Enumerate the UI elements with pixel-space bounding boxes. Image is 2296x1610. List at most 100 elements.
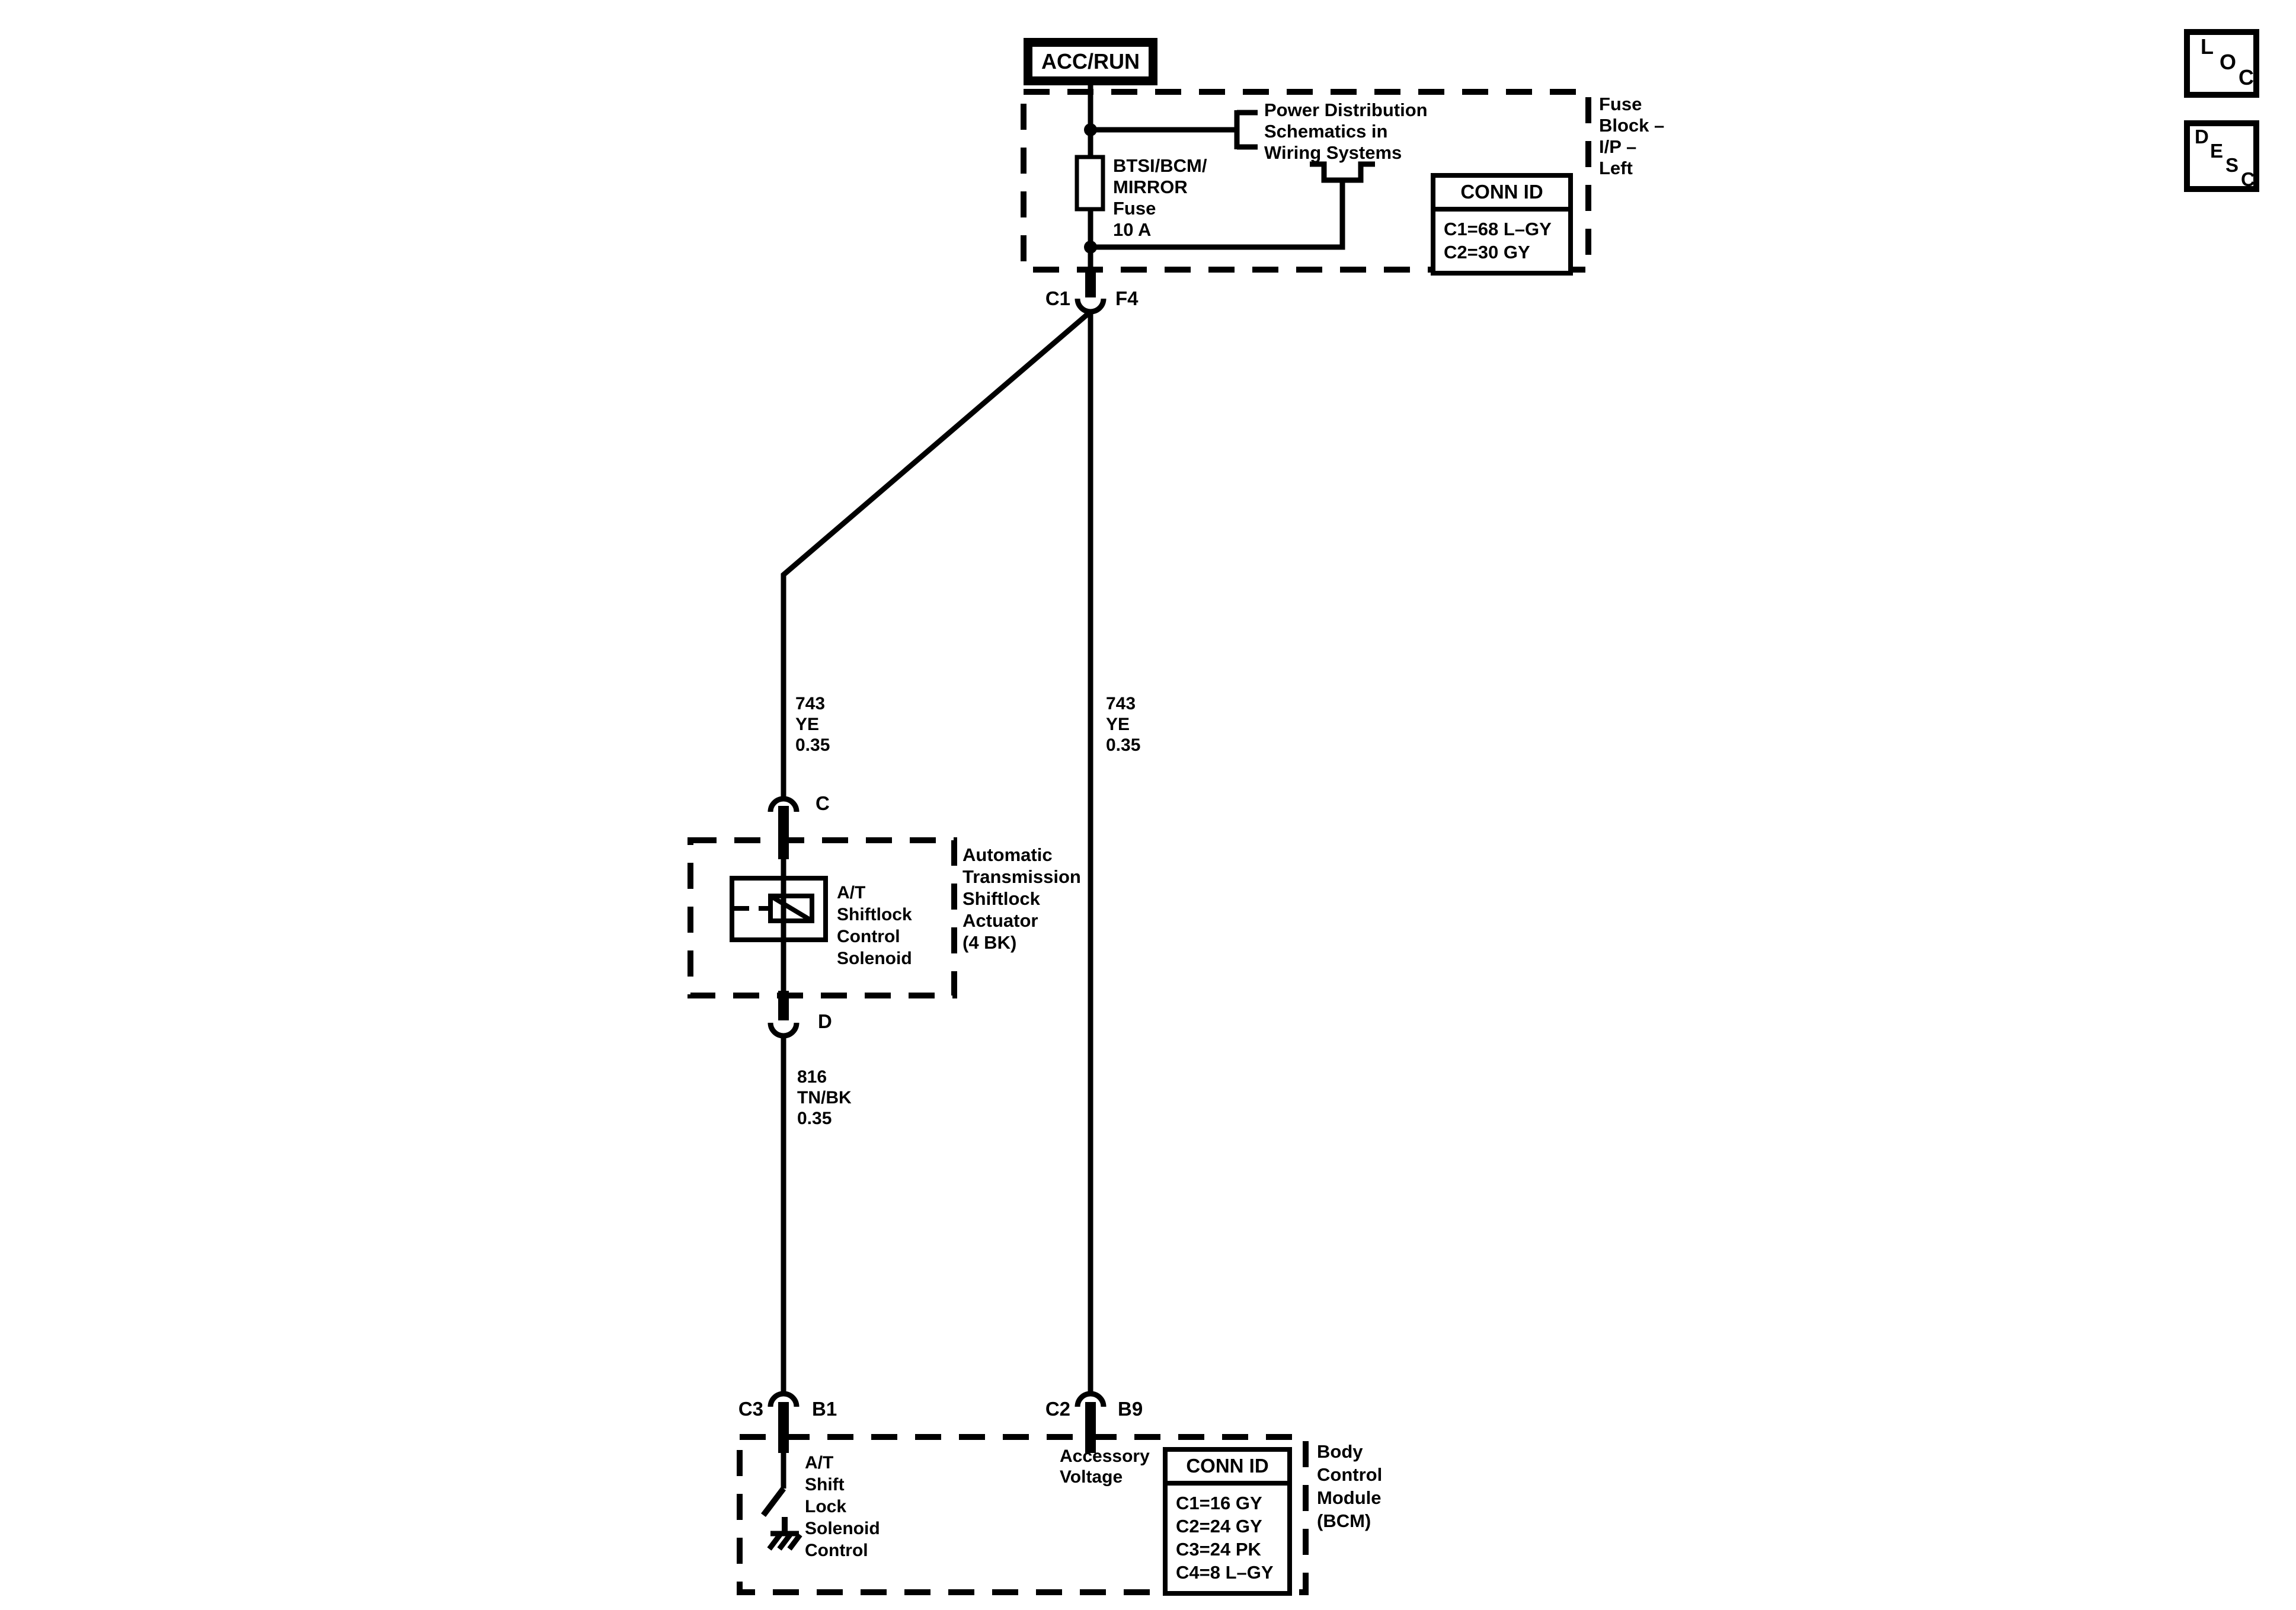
bcm-name: Body Control Module (BCM) [1317,1440,1382,1532]
fuse-label: BTSI/BCM/ MIRROR Fuse 10 A [1113,155,1207,241]
wire-label-line: TN/BK [797,1088,852,1108]
actuator-name-line: Actuator [962,910,1038,931]
note-bracket [1234,110,1258,150]
wire-label-line: 743 [795,694,826,713]
note-line: Power Distribution [1264,100,1428,120]
actuator-name: Automatic Transmission Shiftlock Actuato… [962,844,1081,953]
fuse-label-line: Fuse [1113,198,1156,219]
solenoid-name: A/T Shiftlock Control Solenoid [837,882,912,969]
loc-letter: O [2220,50,2237,74]
desc-letter: D [2195,126,2209,148]
desc-reference-box: D E S C [2184,120,2259,192]
loc-letter: L [2201,34,2214,59]
junction-dot-bottom [1084,241,1097,254]
connector-arc-b9 [1075,1391,1107,1407]
conn-id-row: C3=24 PK [1176,1539,1261,1560]
power-distribution-note: Power Distribution Schematics in Wiring … [1264,100,1428,164]
solenoid-name-line: A/T [837,883,866,902]
signal-line: Shift [805,1475,845,1494]
note-line: Schematics in [1264,121,1388,142]
actuator-name-line: Transmission [962,866,1081,887]
note-return-bracket [1310,161,1375,183]
fuse-block-name-line: Fuse [1599,94,1642,114]
wire-label-line: 816 [797,1067,827,1087]
fuse-block-name-line: Block – [1599,115,1665,136]
connector-label-b9: B9 [1118,1398,1143,1420]
fuse-block-name: Fuse Block – I/P – Left [1599,94,1664,179]
acc-run-label: ACC/RUN [1041,49,1140,73]
signal-line: Lock [805,1497,847,1516]
wire-label-line: YE [1106,715,1130,734]
solenoid-name-line: Solenoid [837,949,912,968]
conn-id-table-fuse-block: CONN ID C1=68 L–GY C2=30 GY [1431,173,1573,276]
acc-run-power-box: ACC/RUN [1024,38,1157,85]
connector-label-b1: B1 [812,1398,837,1420]
solenoid-name-line: Shiftlock [837,905,912,924]
bcm-name-line: Body [1317,1441,1363,1462]
fuse-block-name-line: I/P – [1599,136,1637,157]
conn-id-header: CONN ID [1435,178,1568,212]
connector-arc-b1 [768,1391,800,1407]
wire-label-743-left: 743 YE 0.35 [795,693,830,756]
fuse-label-line: BTSI/BCM/ [1113,155,1207,176]
wire-label-line: YE [795,715,820,734]
fuse-symbol [1075,155,1105,212]
fuse-label-line: MIRROR [1113,177,1188,197]
wire-label-line: 0.35 [797,1109,832,1128]
solenoid-coil-box [768,894,814,923]
signal-line: Solenoid [805,1519,880,1538]
desc-letter: S [2225,154,2239,176]
wire-label-line: 743 [1106,694,1136,713]
fuse-block-name-line: Left [1599,158,1633,178]
signal-line: Accessory [1060,1446,1150,1466]
note-line: Wiring Systems [1264,142,1402,163]
signal-line: Voltage [1060,1467,1123,1487]
ground-fins [767,1533,802,1551]
bcm-name-line: Control [1317,1464,1383,1485]
connector-label-c: C [816,792,830,814]
bcm-name-line: Module [1317,1487,1382,1508]
wire-left-branch [781,309,1092,799]
desc-letter: E [2210,140,2224,162]
wire-note-return [1091,180,1345,250]
solenoid-outer-box [730,876,828,942]
bcm-name-line: (BCM) [1317,1510,1371,1531]
conn-id-row: C2=24 GY [1176,1516,1262,1537]
conn-id-row: C2=30 GY [1444,242,1530,263]
fuse-block-dashed-box [1021,89,1591,273]
conn-id-table-bcm: CONN ID C1=16 GY C2=24 GY C3=24 PK C4=8 … [1163,1447,1292,1596]
fuse-label-line: 10 A [1113,219,1152,240]
connector-arc-d [768,1022,800,1039]
conn-id-row: C1=68 L–GY [1444,219,1552,239]
connector-label-d: D [818,1010,832,1032]
switch-arm [761,1486,786,1518]
connector-label-c3: C3 [738,1398,763,1420]
wire-label-816: 816 TN/BK 0.35 [797,1067,852,1129]
actuator-name-line: (4 BK) [962,932,1017,953]
connector-label-f4: F4 [1115,287,1139,309]
loc-letter: C [2239,65,2254,89]
loc-reference-box: L O C [2184,29,2259,98]
wire-label-line: 0.35 [795,735,830,755]
desc-letter: C [2241,168,2255,190]
accessory-voltage-signal-name: Accessory Voltage [1060,1446,1150,1487]
solenoid-name-line: Control [837,927,900,946]
solenoid-coil-diagonal [769,894,814,923]
signal-line: Control [805,1541,868,1560]
connector-arc-f4 [1075,298,1107,315]
bcm-dashed-box [737,1434,1309,1595]
signal-line: A/T [805,1453,834,1473]
connector-label-c2: C2 [1045,1398,1070,1420]
shift-lock-signal-name: A/T Shift Lock Solenoid Control [805,1452,880,1561]
actuator-name-line: Shiftlock [962,888,1040,909]
conn-id-row: C1=16 GY [1176,1493,1262,1513]
connector-arc-c [768,796,800,812]
actuator-name-line: Automatic [962,844,1053,865]
junction-dot-top [1084,123,1097,136]
actuator-dashed-box [687,837,957,998]
wire-label-line: 0.35 [1106,735,1141,755]
conn-id-header: CONN ID [1168,1452,1287,1486]
wire-label-743-right: 743 YE 0.35 [1106,693,1140,756]
